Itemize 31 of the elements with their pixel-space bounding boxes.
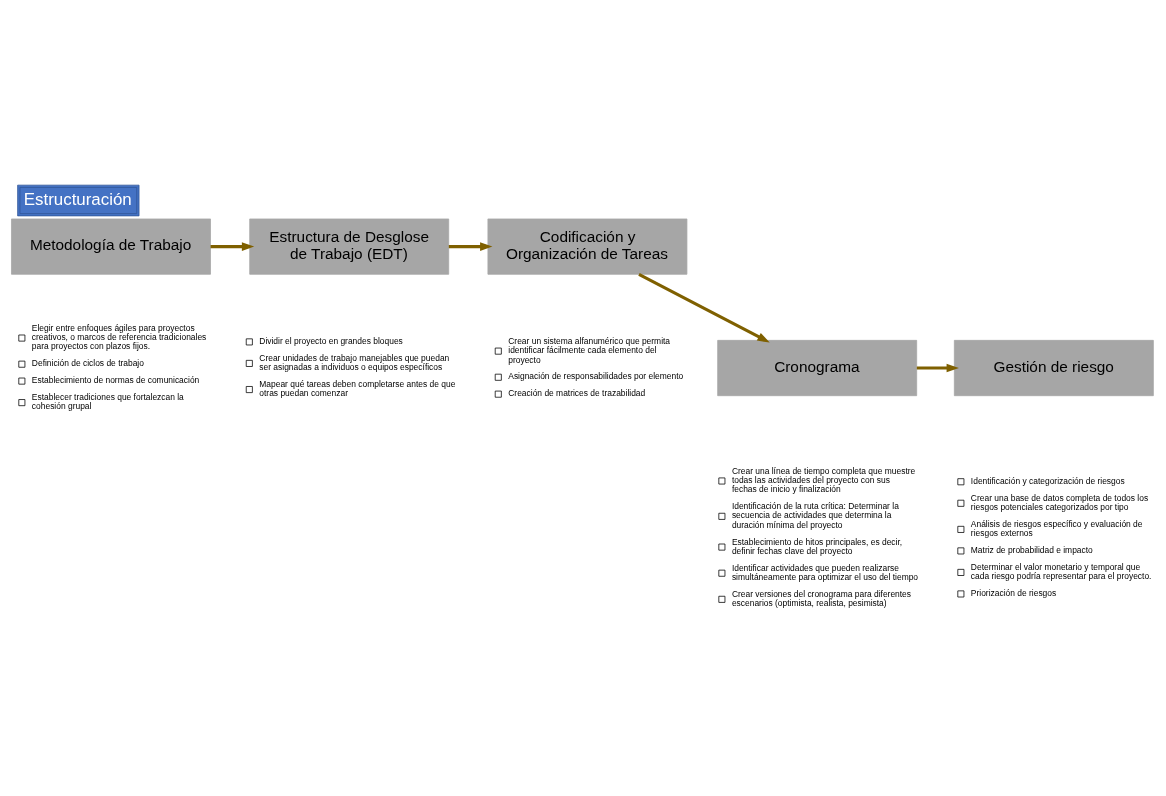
arrow (916, 363, 959, 373)
node-label: Mapear qué tareas deben completarse antes de que otras puedan comenzar (259, 379, 456, 399)
node-label: Elegir entre enfoques ágiles para proyectos creativos, o marcos de referencia tradicionales para proyectos con plazos fijos. (31, 322, 207, 352)
node-label: Crear un sistema alfanumérico que permita identificar fácilmente cada elemento del proyecto (508, 336, 671, 365)
arrow (638, 272, 770, 343)
node-label: Identificar actividades que pueden realizarse simultáneamente para optimizar el uso del tiempo (731, 562, 919, 582)
arrow (210, 242, 255, 251)
arrow (448, 242, 493, 251)
node-label: Crear una línea de tiempo completa que muestre todas las actividades del proyecto con sus fechas de inicio y finalización (731, 465, 916, 495)
node-label: Identificación de la ruta crítica: Determinar la secuencia de actividades que determina la duración mínima del proyecto (731, 501, 899, 530)
node-label: Establecer tradiciones que fortalezcan la cohesión grupal (31, 392, 184, 412)
node-label: Creación de matrices de trazabilidad (508, 388, 646, 399)
node-label: Determinar el valor monetario y temporal que cada riesgo podría representar para el proyecto. (970, 561, 1152, 582)
node-label: Crear versiones del cronograma para diferentes escenarios (optimista, realista, pesimista) (731, 588, 912, 609)
node-label: Matriz de probabilidad e impacto (970, 545, 1093, 556)
node-label: Asignación de responsabilidades por elemento (508, 371, 684, 382)
diagram-title: Estructuración (23, 189, 132, 209)
node-label: Crear unidades de trabajo manejables que puedan ser asignadas a individuos o equipos específicos (259, 352, 450, 373)
node-label: Crear una base de datos completa de todos los riesgos potenciales categorizados por tipo (970, 492, 1149, 513)
node-label: Análisis de riesgos específico y evaluación de riesgos externos (970, 518, 1143, 539)
node-label: Identificación y categorización de riesgos (970, 475, 1125, 486)
node-label: Dividir el proyecto en grandes bloques (259, 336, 403, 347)
node-box: Estructura de Desglose de Trabajo (EDT) (249, 218, 450, 275)
node-label: Definición de ciclos de trabajo (31, 358, 144, 369)
node-label: Establecimiento de hitos principales, es decir, definir fechas clave del proyecto (731, 536, 903, 556)
node-box: Metodología de Trabajo (11, 218, 211, 275)
node-box: Codificación y Organización de Tareas (487, 218, 688, 275)
node-label: Establecimiento de normas de comunicación (31, 375, 200, 386)
node-label: Priorización de riesgos (970, 588, 1057, 599)
node-box: Cronograma (717, 340, 918, 397)
node-box: Gestión de riesgo (953, 340, 1154, 397)
